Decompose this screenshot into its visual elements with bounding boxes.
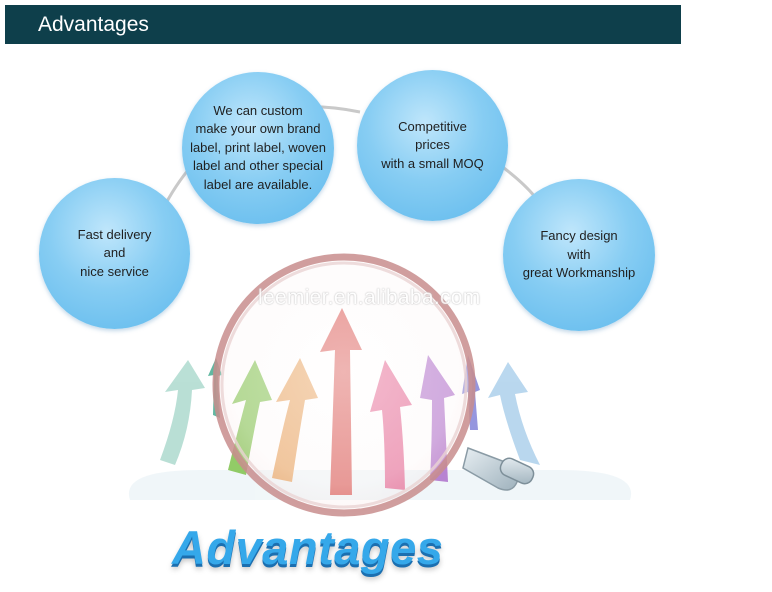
magnifying-glass-icon [212,253,535,517]
bubble-text: Fancy design with great Workmanship [522,228,636,281]
section-header: Advantages [5,5,681,44]
bottom-title: Advantages [172,521,444,574]
bubble-text: We can custom make your own brand label,… [190,102,326,192]
advantage-bubble-design: Fancy design with great Workmanship [503,179,655,331]
bubble-text: Fast delivery and nice service [77,226,152,279]
bubble-text: Competitive prices with a small MOQ [381,118,484,171]
advantage-bubble-custom-label: We can custom make your own brand label,… [182,72,334,224]
advantage-bubble-delivery: Fast delivery and nice service [39,178,190,329]
advantage-bubble-price: Competitive prices with a small MOQ [357,70,508,221]
header-title: Advantages [38,13,149,36]
watermark: leemier.en.alibaba.com [258,286,481,309]
